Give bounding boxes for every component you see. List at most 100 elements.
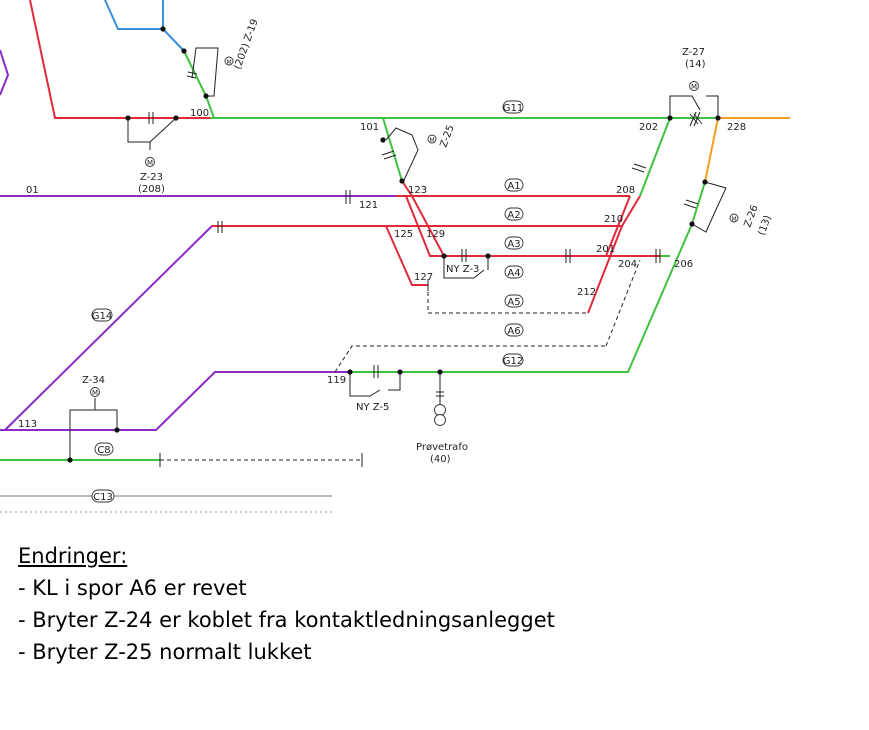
track-label-a2: A2 [504, 207, 524, 221]
conductor-purple-13 [4, 225, 213, 431]
switch-label-z27-ref: (14) [685, 59, 706, 70]
motor-icon [427, 134, 437, 144]
track-label-a1: A1 [504, 178, 524, 192]
conductor-green-23 [350, 181, 706, 373]
notes-heading: Endringer: [18, 544, 128, 568]
node-113: 113 [18, 419, 37, 430]
note-item: - Bryter Z-25 normalt lukket [18, 640, 312, 664]
switch-z26 [691, 181, 727, 233]
conductor-orange-24 [704, 117, 719, 183]
conductor-blue-1 [162, 28, 185, 52]
conductor-red-11 [401, 180, 413, 197]
svg-text:A4: A4 [507, 268, 520, 279]
note-item: - KL i spor A6 er revet [18, 576, 247, 600]
svg-text:C8: C8 [97, 445, 110, 456]
node-210: 210 [604, 214, 623, 225]
switch-labels: Z-19 (202) M Z-23 (208) M Z-25 M Z-27 (1… [82, 18, 774, 465]
track-lines [0, 0, 790, 461]
conductor-purple-7 [0, 49, 10, 96]
svg-text:A1: A1 [507, 181, 520, 192]
conductor-red-19 [605, 195, 631, 257]
switch-label-z19-ref: (202) [232, 42, 252, 71]
node-123: 123 [408, 185, 427, 196]
removed-conductor-1 [605, 259, 641, 347]
switch-z27 [669, 95, 719, 118]
node-129: 129 [426, 229, 445, 240]
track-label-a3: A3 [504, 236, 524, 250]
switch-label-z25: Z-25 [438, 124, 456, 149]
motor-icon [90, 387, 100, 397]
node-228: 228 [727, 122, 746, 133]
switch-z19 [191, 47, 219, 97]
conductor-red-15 [405, 195, 616, 257]
switch-label-z3: NY Z-3 [446, 264, 479, 275]
motor-label: M [147, 159, 153, 167]
track-label-g11: G11 [502, 100, 524, 114]
svg-text:A6: A6 [507, 326, 520, 337]
track-label-a6: A6 [504, 323, 524, 337]
track-label-a5: A5 [504, 294, 524, 308]
conductor-green-20 [639, 117, 671, 197]
conductor-purple-12 [0, 371, 350, 431]
node-labels: 100 101 202 228 01 123 121 208 210 125 1… [18, 108, 746, 430]
node-208: 208 [616, 185, 635, 196]
svg-text:G11: G11 [503, 103, 523, 114]
motor-label: M [92, 389, 98, 397]
track-label-g14: G14 [91, 308, 113, 322]
conductor-red-3 [29, 0, 560, 119]
track-diagram: G11 A1 A2 A3 A4 A5 A6 G12 G14 C8 C13 100… [0, 0, 790, 513]
switch-symbols [0, 47, 739, 513]
svg-text:A3: A3 [507, 239, 520, 250]
transformer-label: Prøvetrafo [416, 442, 468, 453]
removed-conductor-0 [427, 285, 588, 314]
node-201: 201 [596, 244, 615, 255]
node-202: 202 [639, 122, 658, 133]
node-204: 204 [618, 259, 637, 270]
switch-label-z34: Z-34 [82, 375, 105, 386]
switch-z25 [385, 127, 419, 181]
motor-icon [689, 81, 699, 91]
track-label-c13: C13 [91, 489, 115, 503]
svg-text:C13: C13 [93, 492, 113, 503]
track-label-g12: G12 [502, 353, 524, 367]
track-labels: G11 A1 A2 A3 A4 A5 A6 G12 G14 C8 C13 [91, 100, 524, 503]
node-101: 101 [360, 122, 379, 133]
node-100: 100 [190, 108, 209, 119]
node-127: 127 [414, 272, 433, 283]
conductor-red-17 [411, 195, 445, 257]
motor-label: M [732, 216, 737, 223]
switch-z23 [127, 117, 177, 143]
motor-label: M [691, 83, 697, 91]
removed-conductor-2 [334, 345, 606, 373]
switch-label-z19: Z-19 [242, 18, 260, 43]
node-206: 206 [674, 259, 693, 270]
switch-label-z23: Z-23 [140, 172, 163, 183]
svg-text:A5: A5 [507, 297, 520, 308]
node-119: 119 [327, 375, 346, 386]
node-01: 01 [26, 185, 39, 196]
conductor-red-18 [587, 195, 641, 314]
transformer-ref: (40) [430, 454, 451, 465]
node-121: 121 [359, 200, 378, 211]
motor-label: M [227, 59, 232, 66]
switch-label-z23-ref: (208) [138, 184, 165, 195]
switch-z34 [69, 409, 118, 460]
conductor-blue-0 [104, 0, 164, 30]
node-212: 212 [577, 287, 596, 298]
svg-text:G12: G12 [503, 356, 523, 367]
track-label-c8: C8 [94, 442, 114, 456]
note-item: - Bryter Z-24 er koblet fra kontaktledni… [18, 608, 555, 632]
motor-icon [145, 157, 155, 167]
conductor-green-10 [382, 117, 403, 182]
switch-label-z27: Z-27 [682, 47, 705, 58]
switch-label-z5: NY Z-5 [356, 402, 389, 413]
junction-dots [67, 26, 721, 463]
node-125: 125 [394, 229, 413, 240]
switch-label-z26-ref: (13) [756, 214, 773, 237]
switch-label-z26: Z-26 [742, 204, 760, 229]
motor-icon [224, 56, 234, 66]
svg-text:A2: A2 [507, 210, 520, 221]
changes-notes: Endringer: - KL i spor A6 er revet - Bry… [18, 540, 555, 668]
motor-icon [729, 213, 739, 223]
conductor-red-16 [385, 225, 428, 286]
